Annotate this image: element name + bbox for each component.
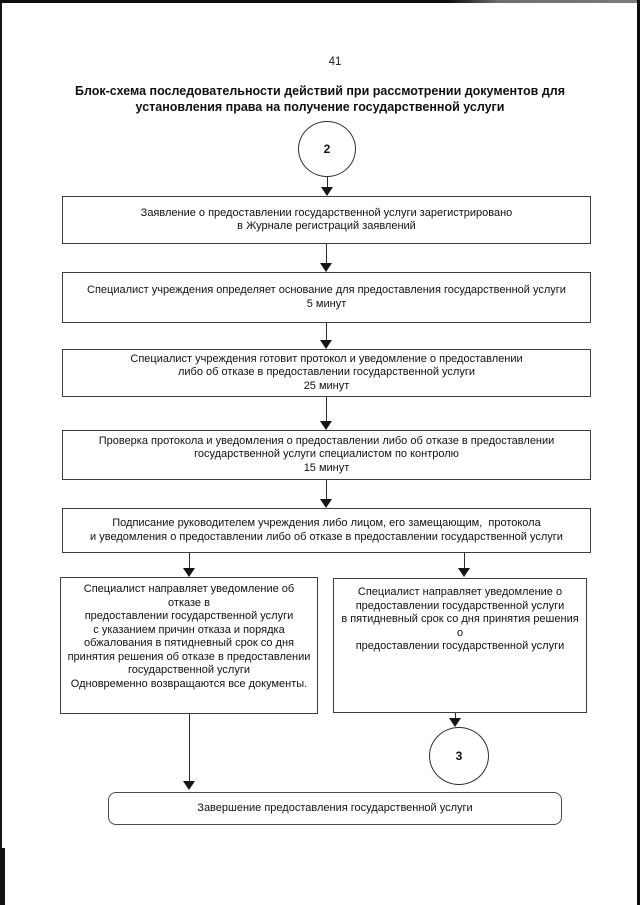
arrow-stem	[327, 177, 328, 187]
connector-circle-2: 2	[298, 121, 356, 177]
arrow-stem	[464, 553, 465, 568]
arrow-down-icon	[320, 340, 332, 349]
arrow-down-icon	[321, 187, 333, 196]
arrow-stem	[189, 714, 190, 781]
flow-box-registered: Заявление о предоставлении государственн…	[62, 196, 591, 244]
flow-box-control-check: Проверка протокола и уведомления о предо…	[62, 430, 591, 480]
page-number: 41	[328, 56, 342, 68]
scan-edge-left	[0, 0, 2, 905]
flow-box-prepare-protocol: Специалист учреждения готовит протокол и…	[62, 349, 591, 397]
arrow-down-icon	[458, 568, 470, 577]
scan-edge-top	[0, 0, 640, 3]
arrow-down-icon	[183, 568, 195, 577]
arrow-stem	[326, 323, 327, 340]
arrow-down-icon	[183, 781, 195, 790]
flow-box-grant-notice: Специалист направляет уведомление о пред…	[333, 578, 587, 713]
flow-box-determine-basis: Специалист учреждения определяет основан…	[62, 272, 591, 323]
arrow-down-icon	[320, 421, 332, 430]
arrow-stem	[455, 713, 456, 719]
arrow-stem	[326, 244, 327, 263]
scan-edge-right	[637, 0, 640, 905]
arrow-down-icon	[320, 263, 332, 272]
arrow-down-icon	[320, 499, 332, 508]
arrow-stem	[326, 480, 327, 499]
flow-box-signing: Подписание руководителем учреждения либо…	[62, 508, 591, 553]
diagram-title: Блок-схема последовательности действий п…	[74, 84, 566, 114]
arrow-stem	[189, 553, 190, 568]
arrow-down-icon	[449, 718, 461, 727]
flow-box-refusal-notice: Специалист направляет уведомление об отк…	[60, 577, 318, 714]
flow-box-completion: Завершение предоставления государственно…	[108, 792, 562, 825]
scan-edge-left-bottom	[0, 848, 5, 905]
arrow-stem	[326, 397, 327, 421]
connector-circle-3: 3	[429, 727, 489, 785]
